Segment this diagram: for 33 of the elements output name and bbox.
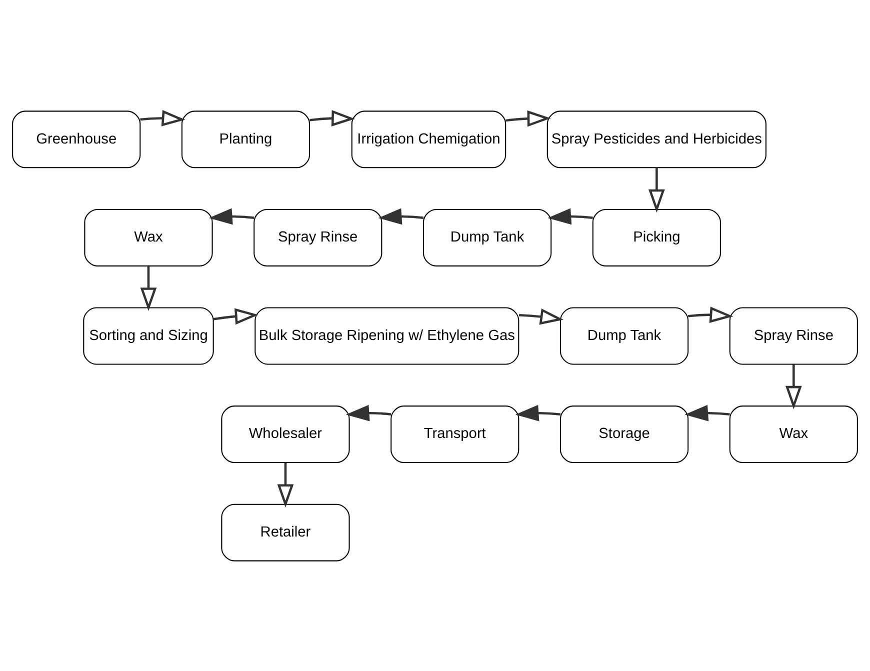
node-box: Wholesaler <box>221 405 350 463</box>
arrow <box>785 364 802 409</box>
arrow <box>310 110 356 126</box>
node-box: Wax <box>729 405 858 463</box>
arrow <box>140 266 157 311</box>
arrow <box>518 308 564 324</box>
node-box: Bulk Storage Ripening w/ Ethylene Gas <box>254 306 520 364</box>
arrow <box>208 208 254 224</box>
node-box: Retailer <box>221 503 350 561</box>
node-box: Irrigation Chemigation <box>351 110 506 168</box>
node-box: Planting <box>181 110 310 168</box>
arrow <box>506 110 551 126</box>
node-box: Spray Rinse <box>729 306 858 364</box>
node-box: Picking <box>592 208 721 266</box>
arrow <box>140 110 186 126</box>
node-box: Wax <box>84 208 213 266</box>
arrow <box>688 306 734 322</box>
node-box: Sorting and Sizing <box>83 306 214 364</box>
node-box: Greenhouse <box>12 110 141 168</box>
node-box: Spray Rinse <box>254 208 382 266</box>
arrow <box>378 208 424 224</box>
node-box: Transport <box>390 405 520 463</box>
arrow <box>684 404 730 421</box>
arrow <box>346 404 392 421</box>
node-box: Storage <box>560 405 689 463</box>
arrow <box>277 462 294 508</box>
arrow <box>548 208 593 224</box>
node-box: Dump Tank <box>422 208 552 266</box>
arrow <box>214 308 258 324</box>
node-box: Spray Pesticides and Herbicides <box>546 110 766 168</box>
node-box: Dump Tank <box>560 306 689 364</box>
arrow <box>515 404 560 421</box>
arrow <box>648 167 665 212</box>
